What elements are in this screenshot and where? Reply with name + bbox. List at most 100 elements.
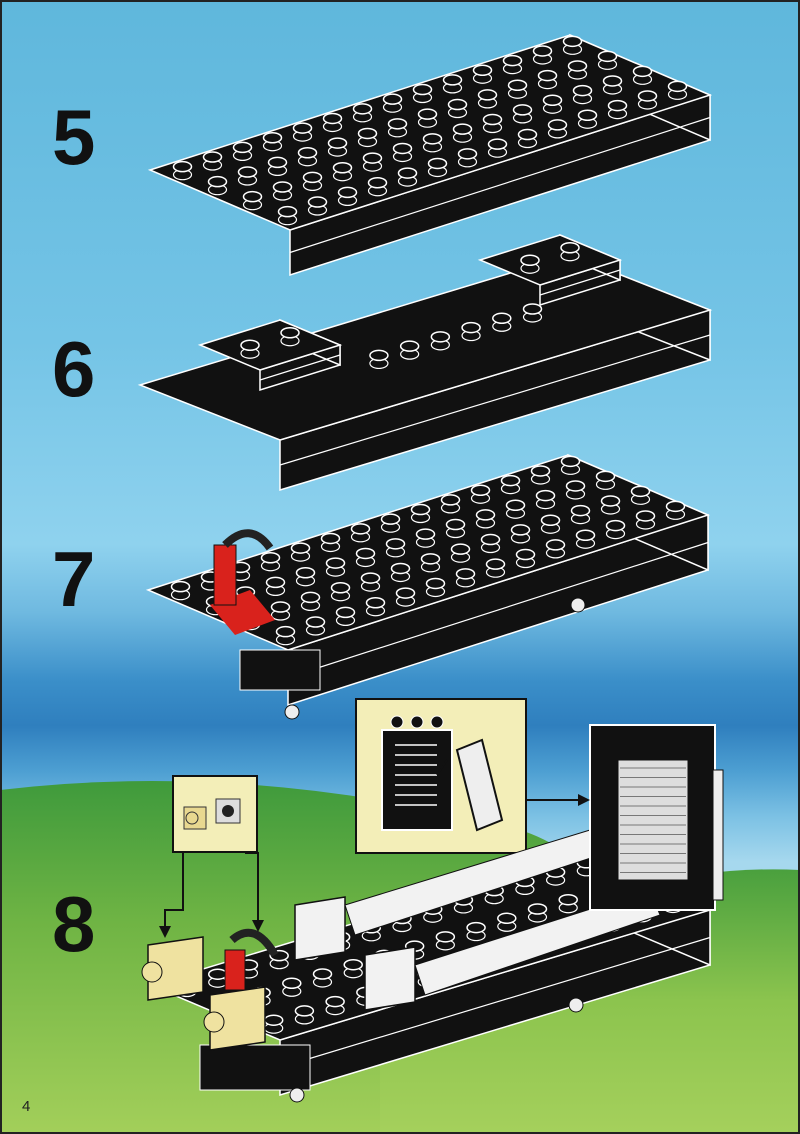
stud-top [545,539,566,551]
callout-yellow-bricks [172,775,258,853]
stud-top [487,138,508,150]
stud-top [294,1005,315,1017]
stud-top [207,175,228,188]
stud-top [455,568,476,580]
stud-top [242,190,263,203]
white-brick [364,946,416,1011]
slab-top-face [147,34,713,231]
stud-top [435,931,456,943]
stud-top [497,912,517,925]
arrow-to-yellow-left-head [159,926,171,938]
stud-top [312,968,333,980]
stud-top [365,597,386,609]
axle-pin [284,704,300,720]
stud-top [537,69,558,82]
stud-top [510,524,531,536]
stud-top [350,523,371,535]
stud-top [477,89,498,101]
step-number-6: 6 [52,325,96,413]
stud-top [232,141,253,154]
stud-top [367,177,388,189]
stud-top [263,1014,284,1026]
stud-top [440,494,461,506]
step6-plate-left [197,318,343,392]
stud-top [262,132,283,144]
step-number-7: 7 [52,535,96,623]
step-number-8: 8 [52,880,96,968]
stud-top [280,327,300,339]
stud-top [237,166,258,178]
stud-top [630,485,651,498]
stud-top [572,84,593,97]
stud-top [425,577,446,590]
stud-top [635,510,656,522]
stud-top [267,156,288,169]
stud-top [385,538,406,550]
stud-top [295,567,316,579]
slab-seam [279,936,711,1069]
white-brick [294,896,346,961]
stud-top [577,109,598,121]
step6-plate-right [477,233,623,307]
stud-top [470,484,491,496]
arrow-to-wall-head [578,794,590,806]
stud-top [637,90,658,102]
stud-top [530,465,551,477]
step7-chassis [145,453,711,707]
step8-underside [199,1044,311,1091]
stud-top [305,616,326,628]
stud-top [512,104,533,116]
stud-top [532,45,553,57]
stud-top [485,558,506,570]
stud-top [417,108,438,120]
yellow-stud [203,1011,225,1033]
yellow-brick-illustration [183,798,241,830]
stud-top [395,587,416,599]
stud-top [427,157,448,170]
page-number: 4 [22,1098,31,1115]
window-shutter-illustration [381,715,504,832]
stud-top [282,977,302,990]
stud-top [352,103,373,115]
stud-top [325,557,346,569]
slab-seam [259,354,341,381]
red-lever-brick [224,949,246,991]
stud-top [290,542,311,554]
stud-top [270,601,291,613]
stud-top [570,504,591,517]
stud-top [343,958,363,971]
stud-top [595,470,616,483]
slab-top-face [197,319,343,371]
stud-top [567,60,588,72]
stud-top [322,112,343,125]
stud-top [527,903,548,915]
stud-top [410,503,431,516]
stud-top [420,553,441,565]
arrow-to-yellow-right [245,852,259,920]
stud-top [360,572,381,584]
white-long-plate [414,889,661,996]
stud-top [330,582,351,594]
stud-top [275,625,296,638]
stud-top [565,480,586,492]
axle-pin [289,1087,305,1103]
shutter-panel [617,759,689,881]
stud-top [297,147,318,159]
stud-top [355,547,376,560]
slab-seam [279,334,711,466]
stud-top [665,500,686,513]
stud-top [172,160,193,173]
stud-top [202,151,223,163]
stud-top [332,162,353,174]
stud-top [575,529,596,541]
stud-top [240,339,260,351]
stud-top [442,74,463,86]
stud-top [542,94,563,106]
stud-top [502,54,523,67]
slab-top-face [477,234,623,286]
stud-top [535,489,556,502]
stud-top [562,35,583,48]
arrow-to-yellow-right-head [252,920,264,932]
stud-top [369,349,389,362]
stud-top [272,181,293,193]
